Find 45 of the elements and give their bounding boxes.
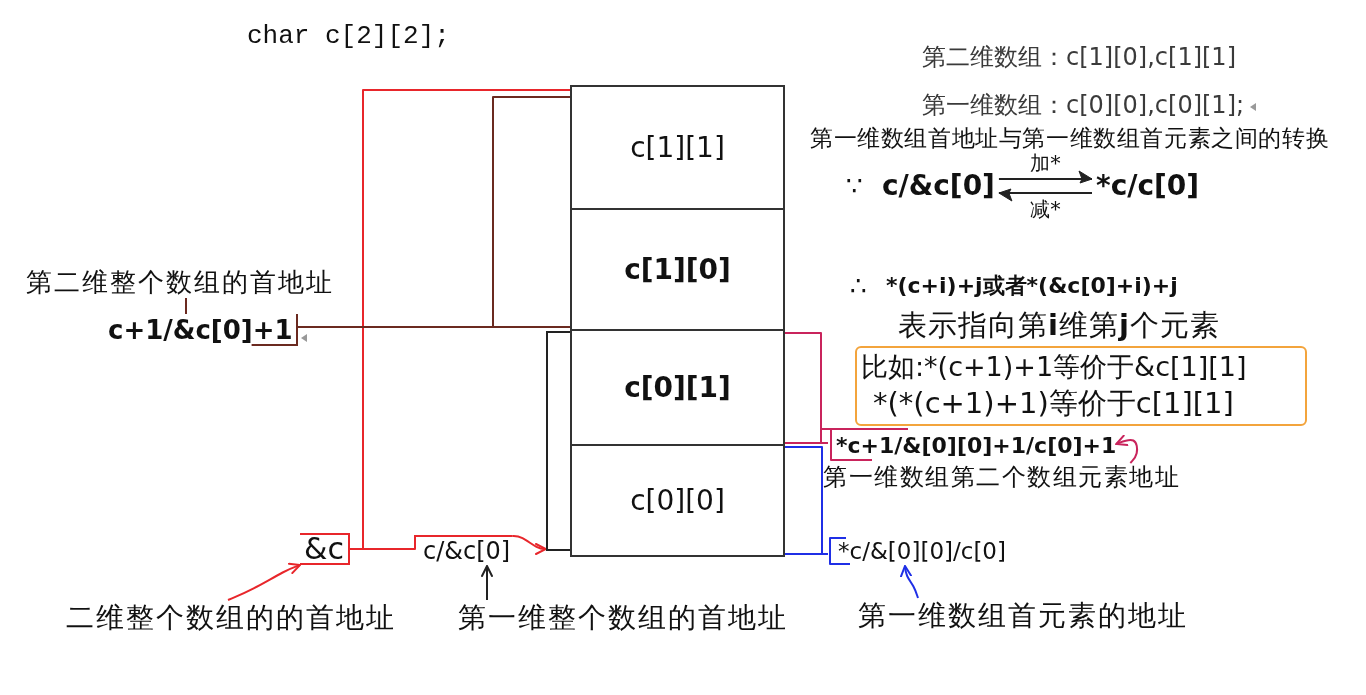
bracket — [546, 331, 570, 551]
memory-cell — [570, 208, 785, 331]
annotation-text: 第一维数组第二个数组元素地址 — [823, 463, 1180, 491]
because-symbol: ∵ — [846, 170, 863, 202]
harpoon-arrow — [997, 188, 1093, 202]
annotation-text: 第一维数组首元素的地址 — [858, 598, 1188, 634]
connector-line — [784, 553, 829, 555]
memory-cell — [570, 85, 785, 210]
expression: *c/c[0] — [1092, 168, 1204, 204]
note-text: 第一维数组：c[0][0],c[0][1]; — [922, 90, 1245, 120]
annotation-text: 二维整个数组的的首地址 — [66, 600, 396, 636]
array-element-label: c[0][0] — [630, 483, 725, 518]
edge-label: 减* — [1029, 198, 1062, 220]
therefore-symbol: ∴ — [850, 270, 867, 302]
address-expression: c+1/&c[0]+1 — [108, 315, 293, 345]
leader-line — [185, 297, 187, 315]
connector-line — [784, 442, 829, 444]
address-expression: *c/&[0][0]/c[0] — [828, 536, 1006, 566]
address-expression: &c — [304, 531, 344, 566]
expression: c/&c[0] — [878, 168, 999, 204]
array-element-label: c[0][1] — [624, 370, 731, 405]
array-element-label: c[1][1] — [630, 130, 725, 165]
address-expression: *c+1/&[0][0]+1/c[0]+1 — [828, 428, 1117, 460]
section-heading: 第一维数组首地址与第一维数组首元素之间的转换 — [810, 124, 1330, 152]
leader-arrow — [900, 565, 919, 599]
harpoon-arrow — [997, 170, 1093, 184]
example-text: *(*(c+1)+1)等价于c[1][1] — [872, 385, 1234, 422]
leader-arrow — [227, 562, 301, 601]
annotation-text: 第一维整个数组的首地址 — [458, 600, 788, 636]
example-text: 比如:*(c+1)+1等价于&c[1][1] — [860, 350, 1247, 384]
address-expression: c/&c[0] — [423, 537, 511, 565]
note-text: 第二维数组：c[1][0],c[1][1] — [922, 42, 1236, 72]
memory-cell — [570, 444, 785, 557]
arrow — [511, 535, 547, 555]
leader-arrow — [481, 565, 493, 601]
example-box — [855, 346, 1307, 426]
memory-cell — [570, 329, 785, 446]
annotation-text: 第二维整个数组的首地址 — [26, 266, 334, 298]
bracketed-expression — [300, 533, 350, 565]
array-element-label: c[1][0] — [624, 252, 731, 287]
edge-label: 加* — [1029, 152, 1062, 174]
note-text: 表示指向第i维第j个元素 — [898, 307, 1220, 343]
formula-text: *(c+i)+j或者*(&c[0]+i)+j — [886, 272, 1178, 300]
code-declaration: char c[2][2]; — [247, 20, 450, 52]
connector-line — [348, 534, 416, 550]
